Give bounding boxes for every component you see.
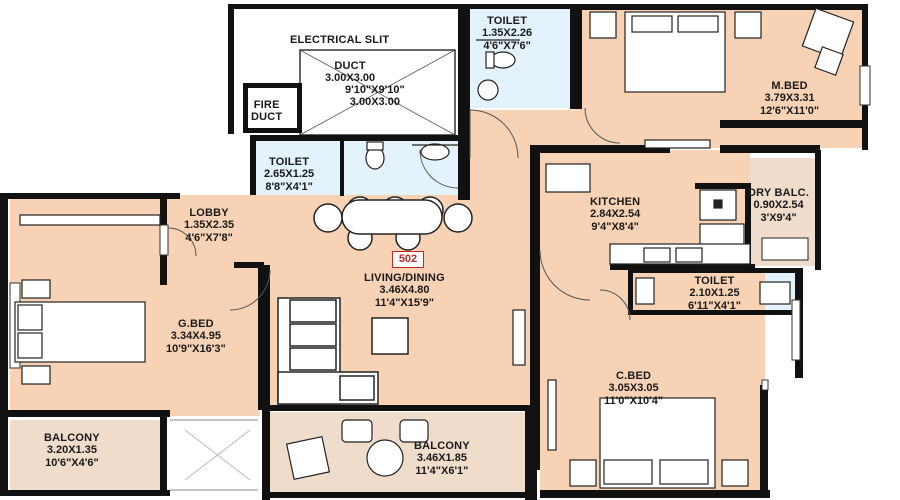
balcony-center-imperial: 11'4"X6'1": [415, 464, 469, 477]
lobby-imperial: 4'6"X7'8": [185, 231, 233, 244]
master-bed-furniture: [589, 7, 855, 149]
dining-table: [313, 196, 473, 251]
balcony-left-area: [10, 420, 160, 492]
guest-bed-metric: 3.34X4.95: [170, 330, 221, 343]
toilet-right-fixtures: [635, 277, 791, 305]
label-toilet-right: TOILET 2.10X1.25 6'11"X4'1": [688, 275, 741, 312]
master-bed-imperial: 12'6"X11'0": [760, 104, 820, 117]
label-toilet-mid: TOILET 2.65X1.25 8'8"X4'1": [264, 156, 314, 193]
balcony-left-name: BALCONY: [44, 432, 100, 444]
toilet-mid-imperial: 8'8"X4'1": [265, 180, 313, 193]
child-bed-metric: 3.05X3.05: [608, 382, 659, 395]
guest-bed-imperial: 10'9"X16'3": [166, 342, 226, 355]
balcony-center-furniture: [285, 419, 429, 481]
child-bed-furniture: [547, 379, 749, 489]
guest-bed-name: G.BED: [177, 318, 214, 330]
duct-name: DUCT: [334, 60, 366, 72]
fire-duct-area: [245, 88, 297, 130]
balcony-left-metric: 3.20X1.35: [46, 444, 97, 457]
label-lobby: LOBBY 1.35X2.35 4'6"X7'8": [184, 207, 234, 244]
child-bed-imperial: 11'0"X10'4": [604, 394, 664, 407]
toilet-right-imperial: 6'11"X4'1": [688, 299, 741, 312]
duct-metric: 3.00X3.00: [325, 72, 376, 85]
kitchen-name: KITCHEN: [590, 196, 641, 208]
lobby-name: LOBBY: [189, 207, 229, 219]
master-bed-name: M.BED: [771, 80, 808, 92]
label-duct: DUCT 3.00X3.00: [325, 60, 375, 85]
balcony-center-metric: 3.46X1.85: [416, 452, 467, 465]
door-swings: [167, 107, 631, 321]
living-dining-metric: 3.46X4.80: [379, 284, 430, 297]
label-master-bed: M.BED 3.79X3.31 12'6"X11'0": [760, 80, 819, 117]
label-living-dining: LIVING/DINING 3.46X4.80 11'4"X15'9": [364, 272, 445, 309]
kitchen-fixtures: [545, 163, 751, 265]
dry-balcony-imperial: 3'X9'4": [760, 211, 797, 224]
lobby-metric: 1.35X2.35: [184, 219, 235, 232]
toilet-mid-name: TOILET: [269, 156, 310, 168]
child-bed-name: C.BED: [615, 370, 652, 382]
label-fire-duct: FIRE DUCT: [251, 99, 282, 124]
dry-balcony-name: DRY BALC.: [748, 187, 810, 199]
label-duct-sizes: 9'10"X9'10" 3.00X3.00: [345, 84, 405, 109]
toilet-top-metric: 1.35X2.26: [482, 27, 533, 40]
duct-metric-2: 3.00X3.00: [349, 96, 400, 109]
balcony-left-imperial: 10'6"X4'6": [45, 456, 99, 469]
toilet-right-metric: 2.10X1.25: [689, 287, 740, 300]
dry-balcony-fixtures: [761, 237, 809, 261]
fire-duct-line1: FIRE: [253, 99, 280, 111]
label-electrical-slit: ELECTRICAL SLIT: [290, 34, 389, 46]
duct-imperial: 9'10"X9'10": [345, 84, 405, 96]
dry-balcony-metric: 0.90X2.54: [753, 199, 804, 212]
walls: [0, 4, 868, 500]
balcony-center-name: BALCONY: [414, 440, 470, 452]
toilet-mid-fixtures: [365, 141, 458, 170]
living-dining-imperial: 11'4"X15'9": [374, 296, 434, 309]
kitchen-imperial: 9'4"X8'4": [591, 220, 639, 233]
toilet-mid-metric: 2.65X1.25: [264, 168, 315, 181]
label-child-bed: C.BED 3.05X3.05 11'0"X10'4": [604, 370, 663, 407]
balcony-left-rail: [170, 419, 258, 491]
label-dry-balcony: DRY BALC. 0.90X2.54 3'X9'4": [748, 187, 809, 224]
toilet-top-imperial: 4'6"X7'6": [483, 39, 531, 52]
master-bed-metric: 3.79X3.31: [764, 92, 815, 105]
label-balcony-center: BALCONY 3.46X1.85 11'4"X6'1": [414, 440, 470, 477]
guest-bed-furniture: [14, 214, 161, 385]
toilet-top-name: TOILET: [487, 15, 528, 27]
living-dining-name: LIVING/DINING: [364, 272, 445, 284]
label-kitchen: KITCHEN 2.84X2.54 9'4"X8'4": [590, 196, 640, 233]
kitchen-metric: 2.84X2.54: [590, 208, 641, 221]
label-toilet-top: TOILET 1.35X2.26 4'6"X7'6": [482, 15, 532, 52]
tv-unit: [512, 309, 526, 366]
fire-duct-line2: DUCT: [251, 111, 283, 124]
toilet-top-fixtures: [476, 39, 520, 101]
label-guest-bed: G.BED 3.34X4.95 10'9"X16'3": [166, 318, 226, 355]
unit-number-badge: 502: [392, 251, 424, 268]
toilet-right-name: TOILET: [694, 275, 735, 287]
label-balcony-left: BALCONY 3.20X1.35 10'6"X4'6": [44, 432, 100, 469]
living-sofa: [277, 297, 409, 405]
electrical-slit-name: ELECTRICAL SLIT: [290, 34, 390, 46]
